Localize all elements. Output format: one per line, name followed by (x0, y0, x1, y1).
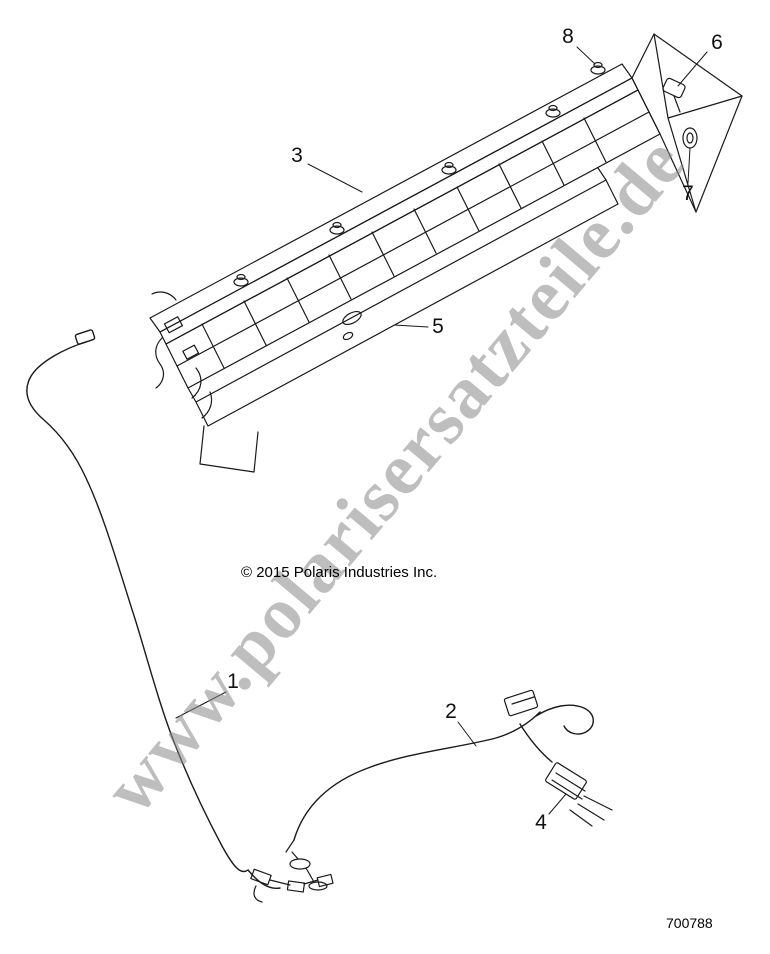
lower-skirt (187, 167, 619, 473)
callout-6: 6 (711, 31, 723, 54)
callout-5: 5 (432, 315, 444, 338)
copyright-text: © 2015 Polaris Industries Inc. (241, 564, 438, 581)
callout-8: 8 (562, 25, 574, 48)
callout-3: 3 (291, 144, 303, 167)
left-end-cluster (151, 291, 213, 419)
bushing-item-7 (682, 127, 698, 149)
part-number: 700788 (666, 915, 713, 931)
right-end-plate (631, 33, 743, 213)
connector-item-6 (662, 77, 686, 113)
harness-1-end-connectors (250, 868, 334, 903)
callout-leader-lines (175, 46, 708, 815)
wire-harness-2 (285, 689, 613, 891)
panel-assembly (149, 33, 743, 473)
wire-harness-1 (26, 329, 334, 903)
fastener-studs (233, 61, 606, 287)
callout-7: 7 (682, 182, 694, 205)
panel-ribs (201, 117, 607, 369)
callout-1: 1 (227, 670, 239, 693)
callout-4: 4 (535, 811, 547, 834)
harness-2-terminals (285, 839, 328, 891)
harness-2-connector (503, 689, 539, 717)
callout-2: 2 (445, 700, 457, 723)
connector-4 (545, 762, 613, 827)
